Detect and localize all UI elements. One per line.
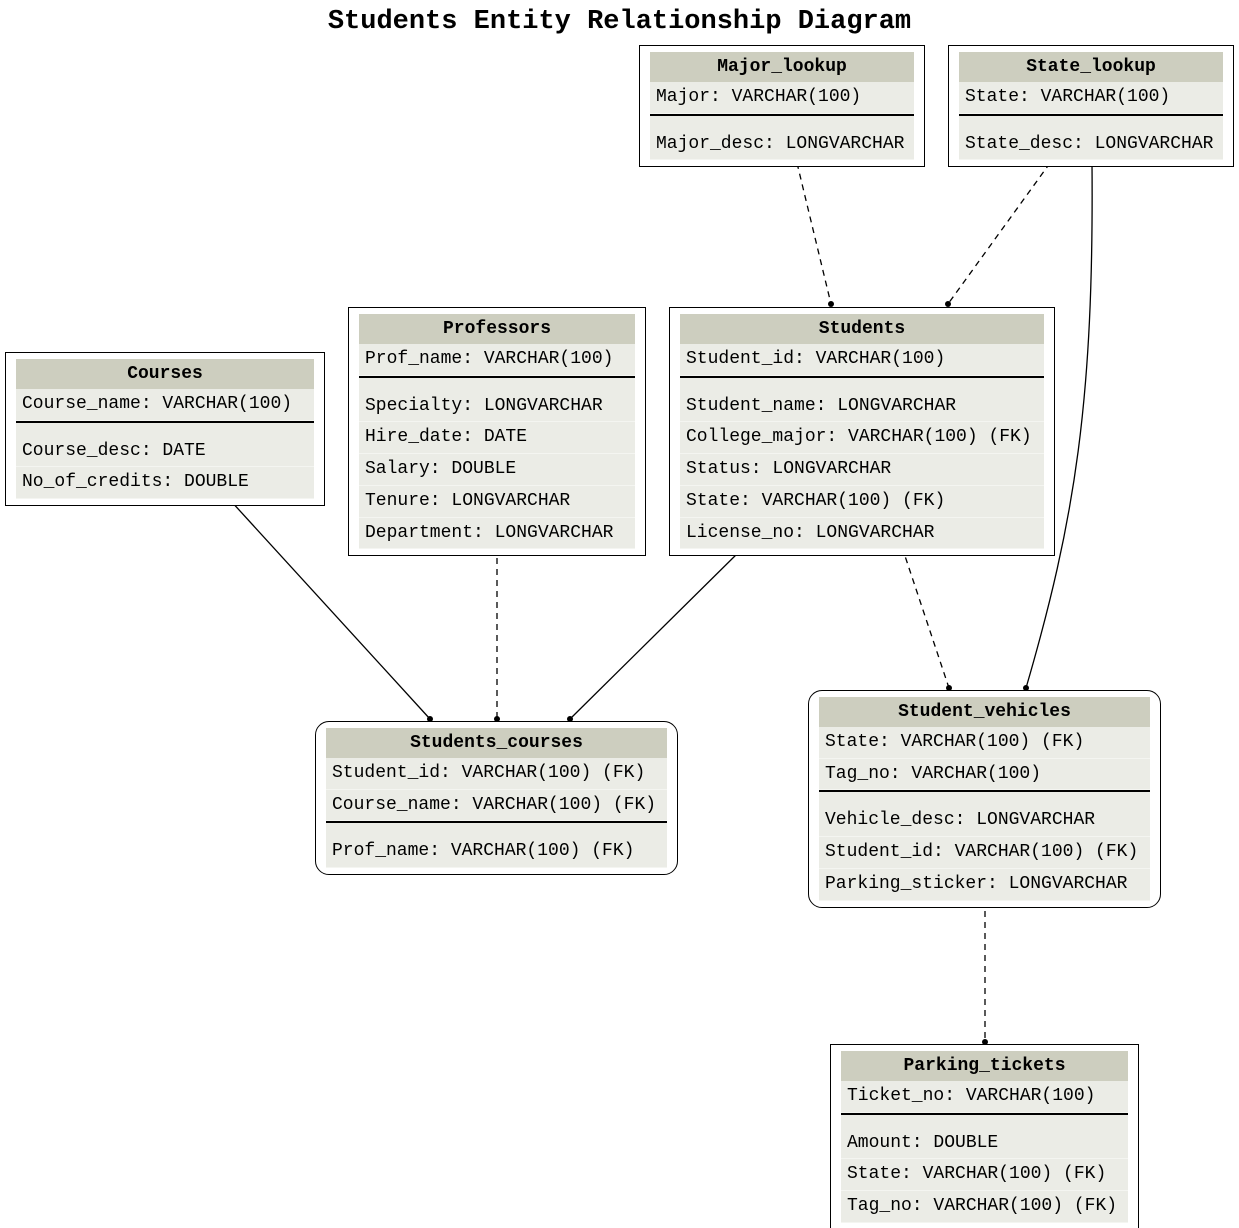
attribute: State: VARCHAR(100) (FK): [680, 486, 1044, 518]
entity-name: Students: [680, 314, 1044, 344]
attribute: License_no: LONGVARCHAR: [680, 518, 1044, 550]
pk-attribute: Major: VARCHAR(100): [650, 82, 914, 114]
pk-attribute: Prof_name: VARCHAR(100): [359, 344, 635, 376]
entity-state-lookup[interactable]: State_lookup State: VARCHAR(100) State_d…: [948, 45, 1234, 168]
edge-students-student-vehicles: [901, 546, 950, 689]
edge-state-lookup-students: [947, 162, 1051, 305]
key-separator: [16, 420, 314, 423]
pk-attribute: State: VARCHAR(100) (FK): [819, 727, 1150, 759]
edge-endpoint-dot: [945, 301, 951, 307]
entity-name: Student_vehicles: [819, 697, 1150, 727]
entity-name: Professors: [359, 314, 635, 344]
key-separator: [819, 790, 1150, 793]
entity-students-courses[interactable]: Students_courses Student_id: VARCHAR(100…: [315, 721, 678, 876]
pk-attribute: Ticket_no: VARCHAR(100): [841, 1081, 1128, 1113]
entity-professors[interactable]: Professors Prof_name: VARCHAR(100) Speci…: [348, 307, 646, 557]
entity-courses[interactable]: Courses Course_name: VARCHAR(100) Course…: [5, 352, 325, 507]
edge-major-lookup-students: [796, 162, 832, 305]
attribute: Vehicle_desc: LONGVARCHAR: [819, 805, 1150, 838]
entity-name: Major_lookup: [650, 52, 914, 82]
attribute: Student_id: VARCHAR(100) (FK): [819, 837, 1150, 869]
edge-state-lookup-student-vehicles: [1025, 162, 1093, 689]
entity-name: Courses: [16, 359, 314, 389]
pk-attribute: Tag_no: VARCHAR(100): [819, 759, 1150, 791]
entity-name: Students_courses: [326, 728, 667, 758]
pk-attribute: State: VARCHAR(100): [959, 82, 1223, 114]
edge-endpoint-dot: [1023, 685, 1029, 691]
attribute: Course_desc: DATE: [16, 436, 314, 468]
edge-endpoint-dot: [982, 1039, 988, 1045]
key-separator: [959, 113, 1223, 116]
attribute: No_of_credits: DOUBLE: [16, 467, 314, 500]
attribute: Tenure: LONGVARCHAR: [359, 486, 635, 518]
attribute: Prof_name: VARCHAR(100) (FK): [326, 836, 667, 869]
attribute: College_major: VARCHAR(100) (FK): [680, 422, 1044, 455]
edge-endpoint-dot: [494, 716, 500, 722]
edge-endpoint-dot: [427, 716, 433, 722]
key-separator: [326, 821, 667, 824]
attribute: Status: LONGVARCHAR: [680, 454, 1044, 486]
key-separator: [650, 113, 914, 116]
attribute: Salary: DOUBLE: [359, 454, 635, 486]
edge-courses-students-courses: [229, 499, 431, 720]
edge-endpoint-dot: [828, 301, 834, 307]
key-separator: [680, 375, 1044, 378]
attribute: Tag_no: VARCHAR(100) (FK): [841, 1191, 1128, 1223]
entity-students[interactable]: Students Student_id: VARCHAR(100) Studen…: [669, 307, 1055, 557]
attribute: State: VARCHAR(100) (FK): [841, 1159, 1128, 1192]
key-separator: [359, 375, 635, 378]
diagram-title: Students Entity Relationship Diagram: [327, 7, 912, 37]
attribute: Hire_date: DATE: [359, 422, 635, 455]
entity-major-lookup[interactable]: Major_lookup Major: VARCHAR(100) Major_d…: [639, 45, 925, 168]
attribute: Student_name: LONGVARCHAR: [680, 391, 1044, 423]
key-separator: [841, 1112, 1128, 1115]
attribute: Parking_sticker: LONGVARCHAR: [819, 869, 1150, 901]
attribute: Specialty: LONGVARCHAR: [359, 391, 635, 423]
entity-parking-tickets[interactable]: Parking_tickets Ticket_no: VARCHAR(100) …: [830, 1044, 1139, 1228]
entity-name: State_lookup: [959, 52, 1223, 82]
attribute: Department: LONGVARCHAR: [359, 518, 635, 550]
pk-attribute: Course_name: VARCHAR(100) (FK): [326, 790, 667, 822]
pk-attribute: Student_id: VARCHAR(100): [680, 344, 1044, 376]
edge-endpoint-dot: [946, 685, 952, 691]
edge-endpoint-dot: [567, 716, 573, 722]
attribute: Major_desc: LONGVARCHAR: [650, 129, 914, 161]
attribute: State_desc: LONGVARCHAR: [959, 129, 1223, 161]
attribute: Amount: DOUBLE: [841, 1128, 1128, 1160]
entity-name: Parking_tickets: [841, 1051, 1128, 1081]
entity-student-vehicles[interactable]: Student_vehicles State: VARCHAR(100) (FK…: [808, 690, 1161, 908]
pk-attribute: Student_id: VARCHAR(100) (FK): [326, 758, 667, 790]
edge-students-students-courses: [569, 546, 745, 720]
pk-attribute: Course_name: VARCHAR(100): [16, 389, 314, 421]
